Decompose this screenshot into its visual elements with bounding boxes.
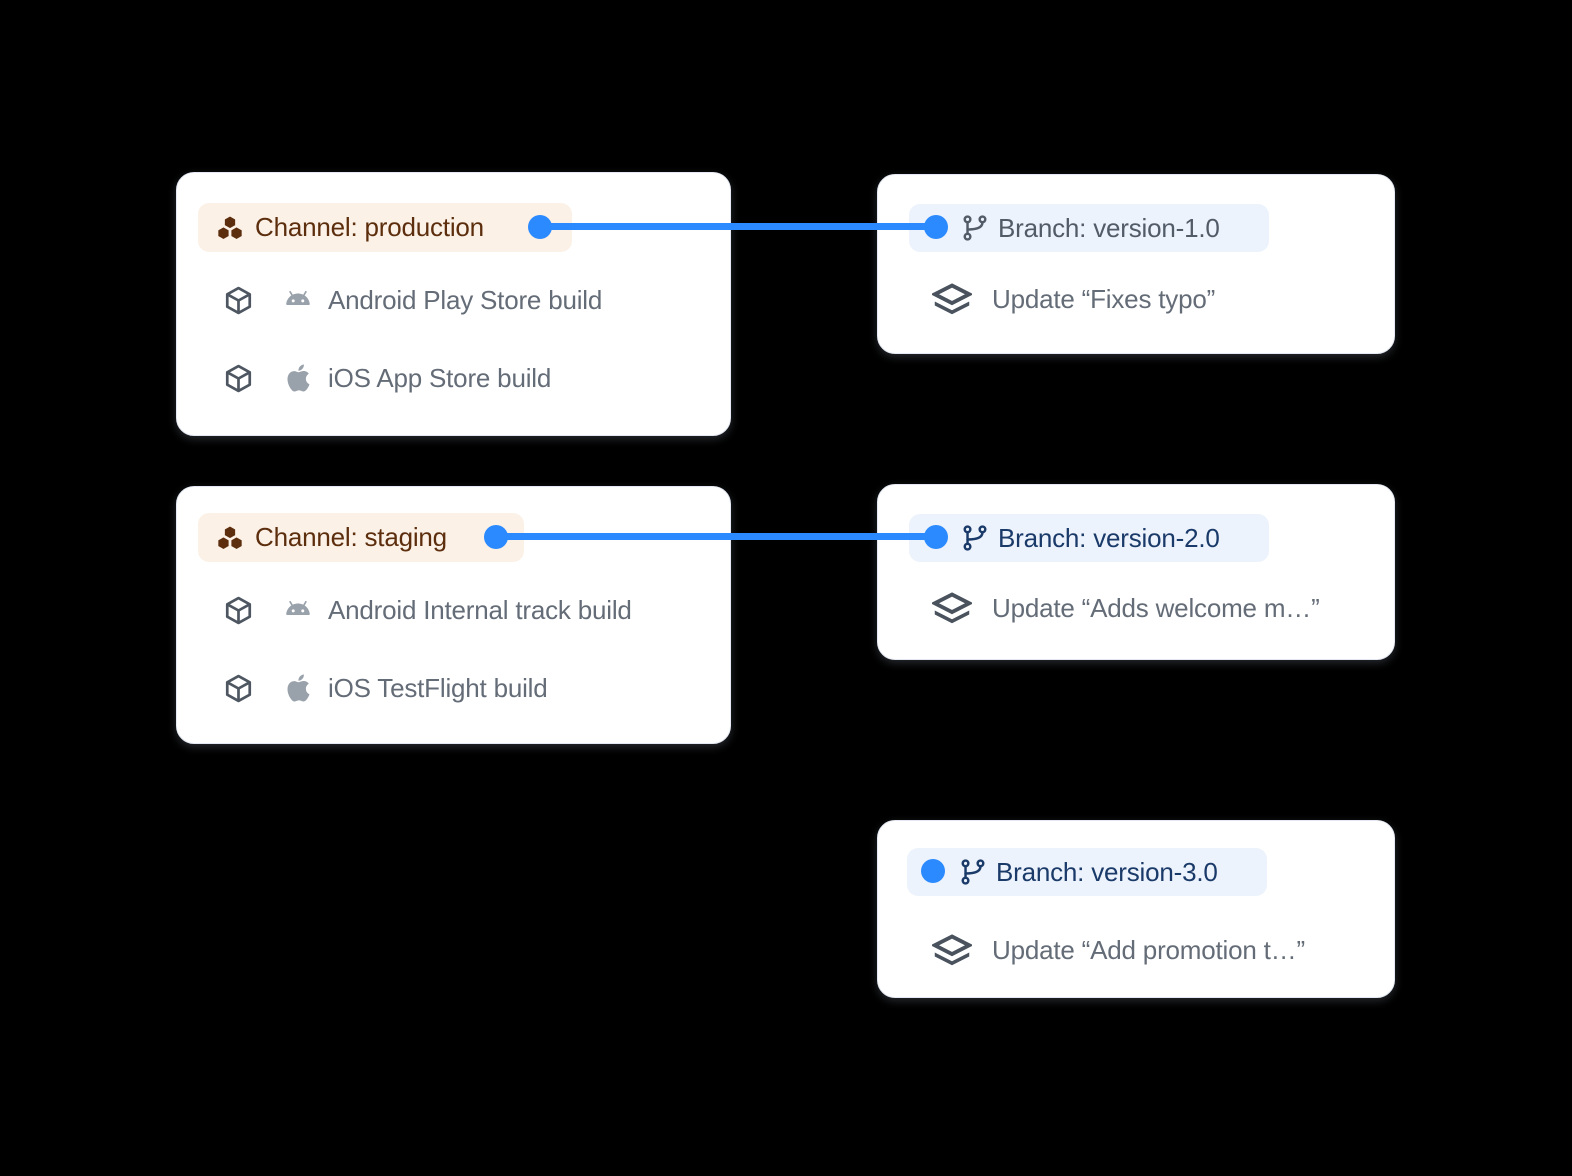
channels-icon (217, 524, 243, 550)
update-row: Update “Adds welcome m…” (932, 589, 1320, 627)
channel-card-staging: Channel: staging Android Internal track … (176, 486, 731, 744)
build-cube-icon (225, 596, 252, 624)
build-label: Android Internal track build (328, 594, 632, 625)
connector-dot (484, 525, 508, 549)
build-cube-icon (225, 674, 252, 702)
apple-icon (287, 674, 309, 702)
git-branch-icon (963, 525, 987, 551)
branch-card-version-1: Branch: version-1.0 Update “Fixes typo” (877, 174, 1395, 354)
connector-dot (528, 215, 552, 239)
build-label: iOS TestFlight build (328, 672, 548, 703)
build-row-ios: iOS App Store build (223, 359, 551, 397)
channels-icon (217, 214, 243, 240)
channel-badge-staging: Channel: staging (198, 513, 524, 562)
branch-card-version-3: Branch: version-3.0 Update “Add promotio… (877, 820, 1395, 998)
branch-badge-version-1: Branch: version-1.0 (909, 204, 1269, 252)
update-label: Update “Add promotion t…” (992, 934, 1305, 965)
branch-badge-version-2: Branch: version-2.0 (909, 514, 1269, 562)
update-label: Update “Fixes typo” (992, 283, 1216, 314)
connector-production-to-version-1 (540, 223, 936, 230)
channel-label: Channel: production (255, 212, 484, 242)
branch-badge-version-3: Branch: version-3.0 (907, 848, 1267, 896)
build-cube-icon (225, 364, 252, 392)
branch-label: Branch: version-1.0 (998, 212, 1220, 243)
android-icon (286, 600, 310, 615)
git-branch-icon (961, 859, 985, 885)
build-cube-icon (225, 286, 252, 314)
branch-card-version-2: Branch: version-2.0 Update “Adds welcome… (877, 484, 1395, 660)
channel-card-production: Channel: production Android Play Store b… (176, 172, 731, 436)
branch-label: Branch: version-3.0 (996, 856, 1218, 887)
branch-label: Branch: version-2.0 (998, 522, 1220, 553)
build-label: Android Play Store build (328, 284, 603, 315)
update-layers-icon (932, 591, 972, 623)
connector-dot (924, 525, 948, 549)
connector-dot (924, 215, 948, 239)
connector-dot-version-3-unlinked (921, 859, 945, 883)
connector-staging-to-version-2 (496, 533, 936, 540)
build-row-android: Android Internal track build (223, 591, 632, 629)
update-row: Update “Add promotion t…” (932, 931, 1305, 969)
apple-icon (287, 364, 309, 392)
update-layers-icon (932, 933, 972, 965)
update-row: Update “Fixes typo” (932, 280, 1215, 318)
update-layers-icon (932, 282, 972, 314)
build-row-android: Android Play Store build (223, 281, 602, 319)
channel-label: Channel: staging (255, 522, 447, 552)
channel-badge-production: Channel: production (198, 203, 572, 252)
build-row-ios: iOS TestFlight build (223, 669, 548, 707)
build-label: iOS App Store build (328, 362, 552, 393)
update-label: Update “Adds welcome m…” (992, 592, 1320, 623)
git-branch-icon (963, 215, 987, 241)
android-icon (286, 290, 310, 306)
